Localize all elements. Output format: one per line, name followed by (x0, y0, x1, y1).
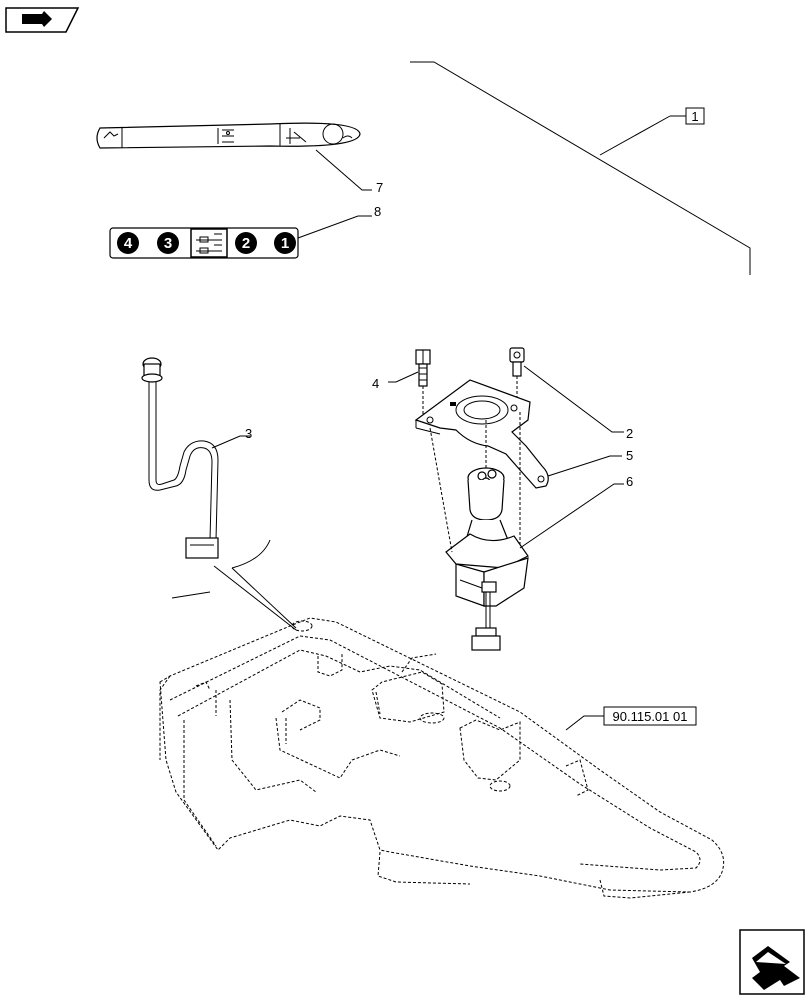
callout-5-leader (547, 455, 622, 477)
part-2-screw (509, 347, 525, 406)
decal-8: 4 3 2 1 (109, 227, 299, 259)
callout-2-leader (523, 365, 624, 433)
part-6-joystick (429, 412, 529, 651)
callout-7-label: 7 (376, 180, 383, 195)
callout-8-leader (297, 215, 372, 239)
callout-8-label: 8 (374, 204, 381, 219)
callout-5-label: 5 (626, 448, 633, 463)
harness-routing-lines (171, 539, 297, 631)
callout-3-label: 3 (245, 426, 252, 441)
console-housing (159, 617, 725, 899)
callout-7-leader (315, 149, 372, 191)
prev-page-button[interactable] (5, 7, 80, 33)
callout-1-leader (410, 61, 751, 275)
callout-3-leader (211, 435, 250, 449)
next-page-button[interactable] (739, 929, 805, 995)
callout-6-label: 6 (626, 474, 633, 489)
part-3-harness (141, 357, 219, 559)
reference-box[interactable]: 90.115.01 01 (603, 706, 697, 726)
decal-7 (96, 122, 361, 149)
decal-8-button-1: 1 (281, 235, 289, 252)
decal-8-button-3: 3 (164, 235, 172, 252)
callout-2-label: 2 (626, 426, 633, 441)
part-4-bolt (415, 349, 431, 418)
callout-4-leader (388, 371, 419, 383)
callout-1-label: 1 (691, 109, 698, 124)
decal-8-button-4: 4 (124, 235, 133, 252)
part-5-bracket (414, 379, 549, 489)
callout-4-label: 4 (372, 376, 379, 391)
reference-label: 90.115.01 01 (613, 709, 688, 724)
callout-6-leader (519, 483, 624, 549)
decal-8-button-2: 2 (242, 235, 250, 252)
arrow-left-bookmark-icon (22, 11, 52, 27)
reference-leader (565, 715, 604, 731)
arrow-right-bookmark-icon (752, 946, 800, 990)
callout-1-box: 1 (685, 107, 705, 125)
